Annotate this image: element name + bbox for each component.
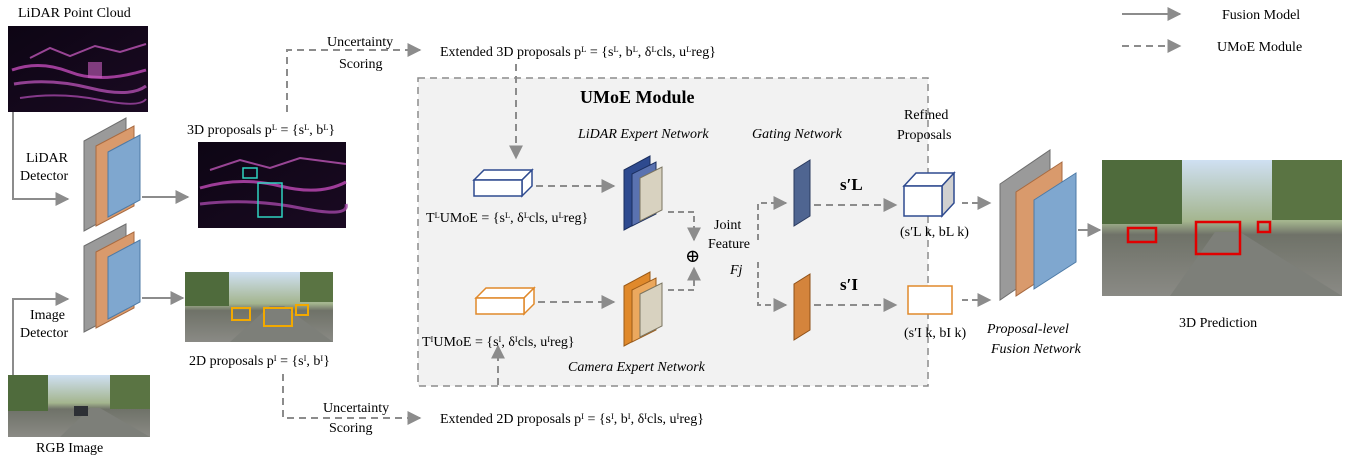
joint-to-gating-bottom-arrow bbox=[757, 262, 788, 312]
lidar-token-cuboid bbox=[472, 168, 534, 198]
proposals-3d-label: 3D proposals pᴸ = {sᴸ, bᴸ} bbox=[187, 123, 335, 138]
s-prime-i-label: s′I bbox=[840, 275, 858, 294]
refined-3d-cuboid bbox=[902, 171, 956, 218]
lidar-point-cloud-title: LiDAR Point Cloud bbox=[18, 6, 131, 21]
prediction-3d-image bbox=[1102, 160, 1342, 296]
fj-label: Fj bbox=[729, 263, 743, 278]
lidar-expert-network bbox=[623, 155, 663, 231]
legend-umoe-module: UMoE Module bbox=[1217, 40, 1302, 55]
lidar-detector-network bbox=[83, 117, 141, 232]
camera-token-cuboid bbox=[474, 286, 536, 316]
proposals-2d-image bbox=[185, 272, 333, 342]
fusion-network-label-2: Fusion Network bbox=[990, 342, 1082, 357]
image-detector-label-1: Image bbox=[30, 308, 65, 323]
legend-fusion-model: Fusion Model bbox=[1222, 8, 1300, 23]
lidar-detector-label-1: LiDAR bbox=[26, 151, 69, 166]
t-umoe-camera-label: TᴵUMoE = {sᴵ, δᴵcls, uᴵreg} bbox=[422, 335, 575, 350]
rgb-to-detector-arrow bbox=[12, 292, 70, 375]
refined-proposals-label-2: Proposals bbox=[897, 128, 951, 143]
camera-expert-to-fuse-arrow bbox=[668, 266, 701, 291]
image-detector-network bbox=[83, 223, 141, 333]
proposals-2d-label: 2D proposals pᴵ = {sᴵ, bᴵ} bbox=[189, 354, 330, 369]
refined-proposals-label-1: Refined bbox=[904, 108, 948, 123]
proposals-3d-image bbox=[198, 142, 348, 228]
prediction-3d-label: 3D Prediction bbox=[1179, 316, 1257, 331]
lidar-point-cloud-image bbox=[8, 26, 148, 112]
gating-network-camera bbox=[793, 273, 811, 341]
refined-3d-label: (s′L k, bL k) bbox=[900, 225, 969, 240]
legend: Fusion Model UMoE Module bbox=[1122, 7, 1302, 55]
image-detector-label-2: Detector bbox=[20, 326, 69, 341]
uncertainty-top-label-2: Scoring bbox=[339, 57, 383, 72]
joint-to-gating-top-arrow bbox=[757, 196, 788, 240]
s-prime-l-label: s′L bbox=[840, 175, 863, 194]
camera-expert-network-label: Camera Expert Network bbox=[568, 360, 706, 375]
joint-feature-label-1: Joint bbox=[714, 218, 741, 233]
umoe-module-box bbox=[417, 77, 929, 387]
uncertainty-scoring-top-arrow bbox=[286, 43, 422, 112]
refined-2d-label: (s′I k, bI k) bbox=[904, 326, 966, 341]
lidar-expert-network-label: LiDAR Expert Network bbox=[577, 127, 709, 142]
extended-3d-proposals-label: Extended 3D proposals pᴸ = {sᴸ, bᴸ, δᴸcl… bbox=[440, 45, 716, 60]
rgb-image bbox=[8, 375, 150, 437]
uncertainty-scoring-bottom-arrow bbox=[282, 374, 422, 425]
camera-expert-network bbox=[623, 271, 663, 347]
refined-2d-box bbox=[907, 285, 953, 315]
t-umoe-lidar-label: TᴸUMoE = {sᴸ, δᴸcls, uᴸreg} bbox=[426, 211, 588, 226]
joint-feature-label-2: Feature bbox=[708, 237, 750, 252]
lidar-detector-label-2: Detector bbox=[20, 169, 69, 184]
uncertainty-bottom-label-2: Scoring bbox=[329, 421, 373, 436]
fusion-oplus: ⊕ bbox=[685, 246, 700, 266]
proposal-fusion-network bbox=[999, 149, 1077, 301]
gating-network-label: Gating Network bbox=[752, 127, 843, 142]
lidar-to-detector-arrow bbox=[12, 112, 70, 206]
gating-network-lidar bbox=[793, 159, 811, 227]
uncertainty-top-label-1: Uncertainty bbox=[327, 35, 393, 50]
uncertainty-bottom-label-1: Uncertainty bbox=[323, 401, 389, 416]
lidar-expert-to-fuse-arrow bbox=[668, 211, 701, 242]
fusion-network-label-1: Proposal-level bbox=[986, 322, 1069, 337]
umoe-module-title: UMoE Module bbox=[580, 87, 695, 107]
extended-2d-proposals-label: Extended 2D proposals pᴵ = {sᴵ, bᴵ, δᴵcl… bbox=[440, 412, 704, 427]
rgb-image-title: RGB Image bbox=[36, 441, 103, 456]
